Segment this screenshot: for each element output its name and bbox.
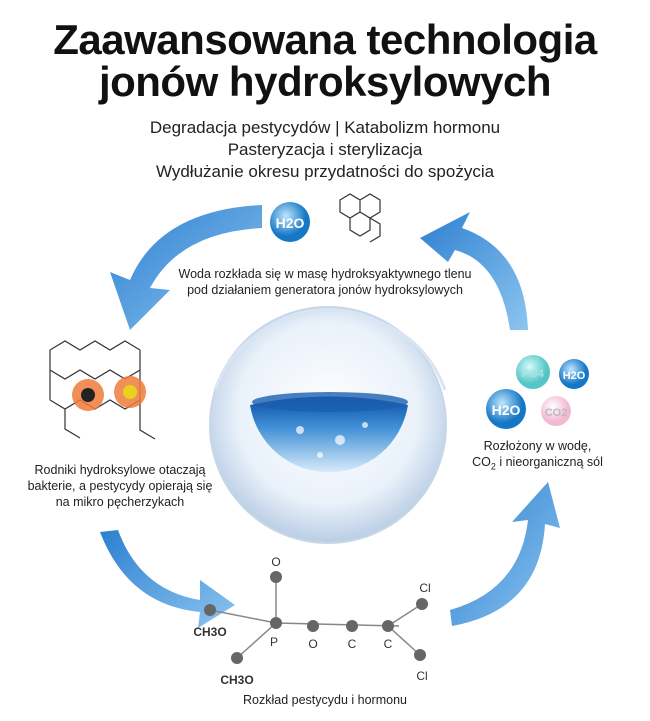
caption-bottom: Rozkład pestycydu i hormonu [243, 693, 407, 707]
svg-text:H2O: H2O [563, 370, 586, 382]
svg-text:PO4: PO4 [522, 368, 545, 380]
svg-text:H2O: H2O [276, 215, 305, 231]
subtitle-3: Wydłużanie okresu przydatności do spożyc… [155, 162, 495, 181]
atom-cl1: Cl [419, 581, 430, 595]
page-title-line1: Zaawansowana technologia [53, 16, 597, 63]
co-text: CO [472, 455, 491, 469]
po4-bubble: PO4 [516, 355, 550, 389]
h2o-bubble-large: H2O [486, 389, 526, 429]
caption-left-line2: bakterie, a pestycydy opierają się [27, 479, 213, 493]
svg-text:CO2: CO2 [545, 407, 568, 419]
svg-text:H2O: H2O [492, 402, 521, 418]
h2o-bubble-small: H2O [559, 359, 589, 389]
subscript-2: 2 [490, 461, 496, 472]
atom-o-top: O [271, 555, 280, 569]
subtitle-2: Pasteryzacja i sterylizacja [227, 140, 423, 159]
caption-top: Woda rozkłada się w masę hydroksyaktywne… [150, 266, 500, 298]
arrow-top-left [110, 205, 262, 330]
arrow-bottom-left [100, 530, 235, 628]
caption-left: Rodniki hydroksylowe otaczają bakterie, … [5, 462, 235, 510]
atom-cl2: Cl [416, 669, 427, 683]
caption-right-line1: Rozłożony w wodę, [483, 439, 592, 453]
arrow-top-right [420, 212, 528, 330]
atom-o: O [308, 637, 317, 651]
atom-c2: C [384, 637, 393, 651]
subtitle-1: Degradacja pestycydów | Katabolizm hormo… [149, 118, 501, 137]
atom-ch3o-2: CH3O [220, 673, 253, 687]
arrow-bottom-right [450, 482, 560, 626]
caption-right: Rozłożony w wodę, CO2 i nieorganiczną só… [450, 438, 625, 475]
page-title-line2: jonów hydroksylowych [98, 58, 552, 105]
caption-left-line1: Rodniki hydroksylowe otaczają [34, 463, 206, 477]
water-sphere [209, 306, 447, 544]
caption-right-rest: i nieorganiczną sól [495, 455, 603, 469]
hexagon-lattice-icon [339, 193, 381, 243]
atom-ch3o-1: CH3O [193, 625, 226, 639]
caption-left-line3: na mikro pęcherzykach [55, 495, 185, 509]
pesticide-structure [204, 571, 428, 664]
atom-c1: C [348, 637, 357, 651]
caption-top-line1: Woda rozkłada się w masę hydroksyaktywne… [178, 267, 472, 281]
h2o-molecule-top: H2O [270, 202, 310, 242]
bacteria-lattice-icon [49, 340, 156, 440]
caption-top-line2: pod działaniem generatora jonów hydroksy… [187, 283, 463, 297]
caption-right-line2: CO2 i nieorganiczną sól [450, 454, 625, 475]
atom-p: P [270, 635, 278, 649]
co2-bubble: CO2 [541, 396, 571, 426]
